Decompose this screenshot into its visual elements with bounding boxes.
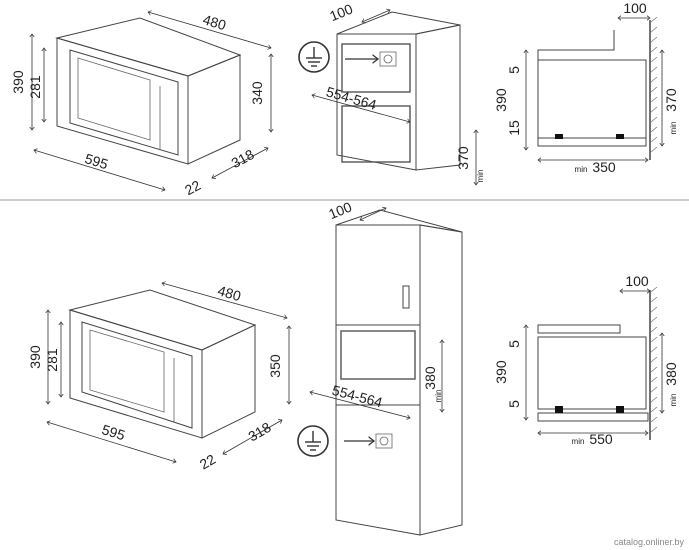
top-section-top-gap-label: 5	[506, 66, 522, 74]
bottom-oven-dimensions: 480 390 281 350 595 318 22	[27, 282, 289, 472]
bottom-offset-label: 22	[197, 451, 219, 473]
top-section-drawing	[537, 16, 658, 160]
top-section-min-depth-label: 350	[592, 159, 616, 175]
bottom-section-min-prefix: min	[572, 437, 585, 446]
top-cabinet-min-prefix: min	[476, 170, 485, 183]
top-opening-label: 554-564	[324, 83, 378, 113]
bottom-depth-label: 480	[216, 282, 243, 304]
bottom-height-inner-label: 281	[44, 348, 60, 372]
bottom-oven-drawing	[68, 289, 257, 439]
top-cabinet-dimensions: 100 554-564 370 min	[312, 0, 485, 185]
bottom-section-min-depth-label: 550	[589, 431, 613, 447]
top-section-min-height-prefix: min	[669, 122, 678, 135]
bottom-section-min-height-prefix: min	[669, 394, 678, 407]
top-depth-label: 480	[201, 11, 228, 33]
bottom-cabinet-gap-label: 100	[326, 198, 354, 222]
top-width-label: 595	[83, 150, 110, 172]
bottom-section-dimensions: 100 390 5 5 380 min min 550	[493, 273, 679, 447]
top-offset-label: 22	[182, 177, 203, 199]
top-height-inner-label: 281	[27, 75, 43, 99]
top-ground-symbol	[298, 41, 330, 73]
bottom-section-bottom-gap-label: 5	[506, 400, 522, 408]
bottom-cabinet-min-prefix: min	[434, 390, 443, 403]
top-section-min-prefix: min	[575, 165, 588, 174]
bottom-section-gap-label: 100	[625, 273, 649, 289]
bottom-section-drawing	[537, 286, 658, 440]
top-section-min-height-label: 370	[663, 88, 679, 112]
bottom-cabinet-drawing	[335, 209, 463, 536]
top-section-dimensions: 100 390 5 15 370 min min 350	[493, 0, 679, 175]
bottom-width-label: 595	[100, 421, 127, 443]
top-section-gap-label: 100	[623, 0, 647, 16]
bottom-ground-symbol	[297, 425, 329, 457]
bottom-section-height-label: 390	[493, 360, 509, 384]
watermark: catalog.onliner.by	[614, 537, 685, 547]
top-height-side-label: 340	[249, 81, 265, 105]
bottom-opening-label: 554-564	[330, 382, 384, 411]
top-cabinet-gap-label: 100	[327, 0, 355, 24]
top-section-bottom-gap-label: 15	[506, 120, 522, 136]
bottom-cabinet-min-height-label: 380	[422, 366, 438, 390]
bottom-height-side-label: 350	[267, 354, 283, 378]
top-oven-drawing	[55, 17, 242, 165]
bottom-section-min-height-label: 380	[663, 362, 679, 386]
top-section-height-label: 390	[493, 88, 509, 112]
top-oven-dimensions: 480 390 281 340 595 318 22	[10, 11, 271, 198]
bottom-height-outer-label: 390	[27, 345, 43, 369]
bottom-cabinet-dimensions: 100 554-564 380 min	[310, 198, 443, 418]
top-side-depth-label: 318	[229, 146, 257, 171]
bottom-side-depth-label: 318	[245, 419, 273, 445]
top-height-outer-label: 390	[10, 70, 26, 94]
top-cabinet-min-height-label: 370	[455, 146, 471, 170]
bottom-section-top-gap-label: 5	[506, 340, 522, 348]
